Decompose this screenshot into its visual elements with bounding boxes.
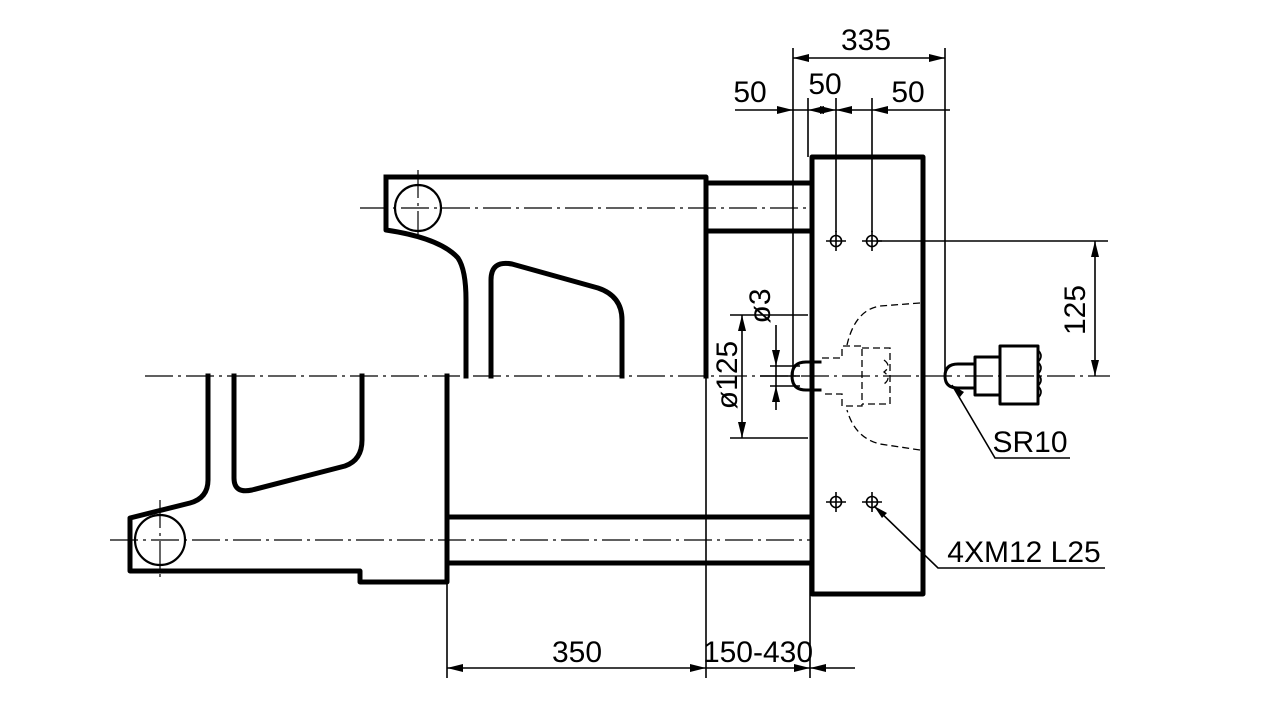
tie-rods [444, 180, 813, 566]
label-50-left: 50 [733, 76, 766, 109]
hidden-lower-curve [846, 409, 921, 451]
hidden-mold-outline [822, 302, 921, 451]
label-50-mid: 50 [808, 68, 841, 101]
hidden-thread [882, 359, 889, 385]
label-50-right: 50 [891, 76, 924, 109]
leader-bolt-holes [873, 505, 1105, 569]
dimension-lines [446, 48, 1108, 678]
leader-sr10 [951, 384, 1070, 459]
lower-link-arm [127, 373, 450, 585]
label-150-430: 150-430 [703, 636, 813, 669]
label-sr10: SR10 [992, 426, 1067, 459]
hidden-upper-curve [846, 302, 921, 346]
label-350: 350 [552, 636, 602, 669]
toggle-linkage [127, 174, 709, 585]
bolt-holes [826, 231, 882, 512]
label-bolt-holes: 4XM12 L25 [947, 536, 1100, 569]
label-335: 335 [841, 24, 891, 57]
dimension-labels: 335 50 50 50 125 ø3 ø125 SR10 4XM12 L25 … [552, 24, 1101, 669]
nozzle-head [998, 344, 1040, 406]
moving-platen [809, 154, 926, 597]
hidden-ejector-block [862, 347, 891, 405]
label-dia125: ø125 [711, 341, 744, 409]
upper-pivot-pin [393, 183, 443, 233]
label-125: 125 [1059, 285, 1092, 335]
upper-link-window [488, 260, 625, 379]
upper-link-arm [383, 174, 709, 379]
label-dia3: ø3 [744, 288, 777, 323]
lower-link-window [231, 373, 365, 494]
hidden-sprue-bush [822, 345, 863, 407]
lower-pivot-pin [133, 513, 187, 567]
